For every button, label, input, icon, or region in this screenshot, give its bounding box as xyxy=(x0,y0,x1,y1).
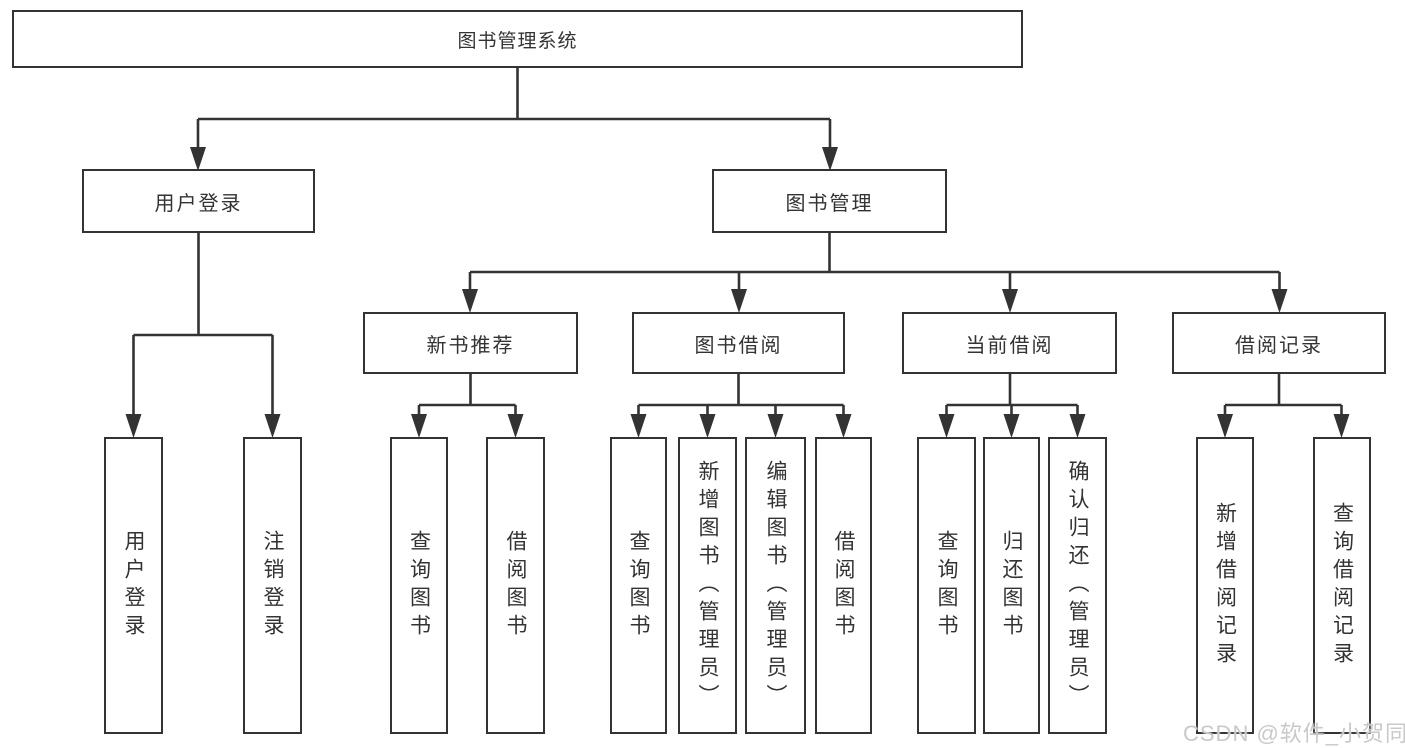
leaf-return-books: 归还图书 xyxy=(983,437,1040,734)
arrowheads xyxy=(125,147,1350,438)
leaf-add-borrow-record: 新增借阅记录 xyxy=(1196,437,1254,734)
leaf-logout: 注销登录 xyxy=(243,437,302,734)
node-current-borrowing: 当前借阅 xyxy=(902,312,1117,374)
connector-path xyxy=(132,68,1343,419)
leaf-query-books-borrow: 查询图书 xyxy=(610,437,667,734)
leaf-query-books-current: 查询图书 xyxy=(917,437,976,734)
node-library-system: 图书管理系统 xyxy=(12,10,1023,68)
watermark: CSDN @软件_小贺同学 xyxy=(1183,721,1405,746)
leaf-user-login: 用户登录 xyxy=(104,437,163,734)
node-book-borrowing: 图书借阅 xyxy=(632,312,845,374)
leaf-edit-book-admin: 编辑图书（管理员） xyxy=(745,437,806,734)
leaf-add-book-admin: 新增图书（管理员） xyxy=(678,437,737,734)
node-user-login: 用户登录 xyxy=(82,169,315,233)
leaf-borrow-books-recommend: 借阅图书 xyxy=(486,437,545,734)
leaf-query-borrow-record: 查询借阅记录 xyxy=(1313,437,1371,734)
leaf-query-books-recommend: 查询图书 xyxy=(390,437,448,734)
node-new-book-recommend: 新书推荐 xyxy=(363,312,578,374)
node-book-management: 图书管理 xyxy=(712,169,947,233)
leaf-confirm-return-admin: 确认归还（管理员） xyxy=(1048,437,1107,734)
leaf-borrow-books-borrow: 借阅图书 xyxy=(815,437,872,734)
node-borrow-records: 借阅记录 xyxy=(1172,312,1386,374)
